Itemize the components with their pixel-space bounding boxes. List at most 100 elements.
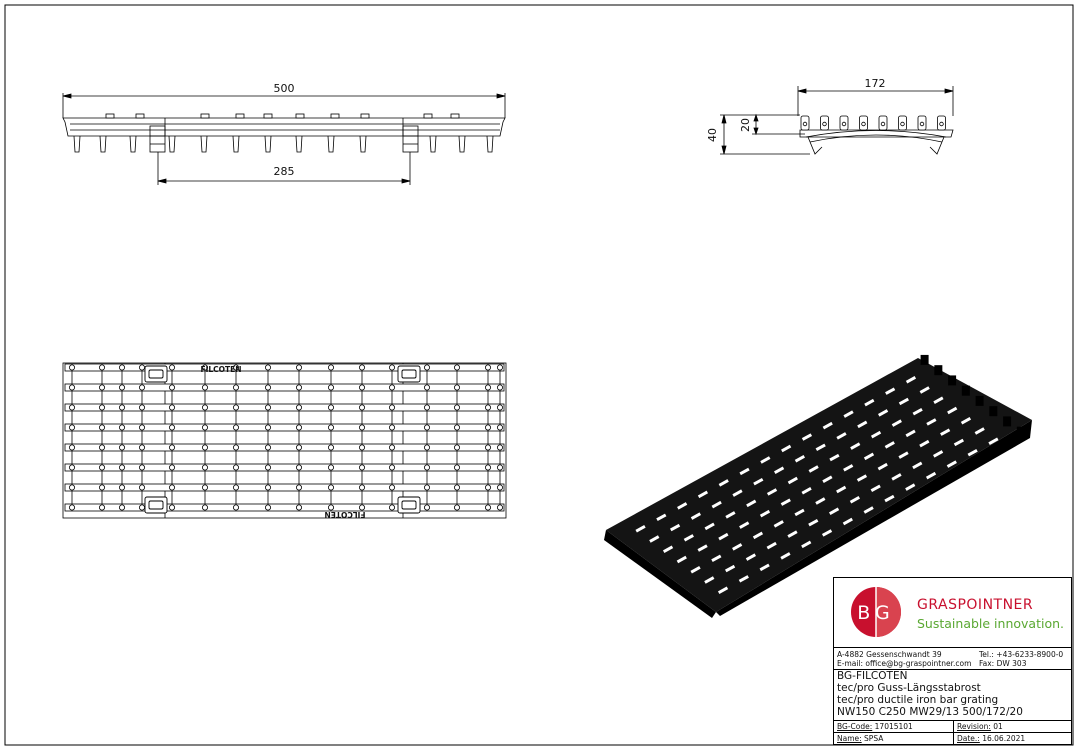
plan-bar-hole (168, 444, 175, 451)
plan-bar-hole (327, 384, 334, 391)
side-view-teeth (73, 135, 494, 153)
revision-value: 01 (993, 722, 1003, 731)
plan-bar-hole (119, 444, 126, 451)
plan-bar-hole (388, 484, 395, 491)
iso-opening (836, 432, 847, 440)
iso-opening (870, 430, 882, 439)
iso-opening (877, 462, 888, 471)
side-tooth (200, 135, 208, 153)
iso-opening (787, 476, 798, 485)
plan-bar-hole (484, 364, 491, 371)
iso-opening (828, 507, 840, 515)
plan-bar-hole (232, 444, 239, 451)
plan-bar (64, 463, 505, 472)
plan-bar-hole (232, 364, 239, 371)
iso-opening (974, 427, 985, 435)
plan-bar-hole (423, 424, 430, 431)
revision-label: Revision: (957, 722, 991, 731)
iso-opening (919, 386, 930, 394)
plan-bar-hole (453, 384, 460, 391)
product-desc-de: tec/pro Guss-Längsstabrost (837, 682, 981, 694)
plan-bar-hole (119, 464, 126, 471)
plan-bar-hole (201, 504, 208, 511)
plan-bar-hole (388, 504, 395, 511)
iso-opening (885, 387, 896, 395)
plan-bar-hole (327, 464, 334, 471)
plan-bar-hole (138, 404, 145, 411)
plan-bar-hole (358, 364, 365, 371)
iso-opening (738, 575, 749, 583)
iso-tooth (934, 365, 943, 376)
side-tooth (458, 135, 466, 153)
isometric-grid-openings (635, 375, 999, 595)
plan-bar-hole (358, 384, 365, 391)
plan-bar-hole (496, 504, 503, 511)
iso-opening (677, 502, 688, 510)
side-tooth (73, 135, 81, 153)
iso-tooth (948, 375, 957, 386)
plan-bar-hole (138, 384, 145, 391)
plan-bar-hole (496, 424, 503, 431)
plan-bar-hole (69, 504, 76, 511)
plan-bar-hole (388, 444, 395, 451)
plan-bar-hole (138, 444, 145, 451)
plan-bar-hole (201, 464, 208, 471)
plan-bar-hole (496, 364, 503, 371)
iso-opening (926, 418, 937, 426)
plan-bar-hole (201, 384, 208, 391)
side-lug (235, 113, 245, 119)
iso-opening (953, 438, 965, 447)
iso-opening (746, 499, 757, 508)
iso-opening (912, 407, 923, 416)
plan-bar (64, 363, 505, 372)
plan-bar-hole (327, 424, 334, 431)
plan-bar-hole (99, 384, 106, 391)
iso-opening (781, 444, 792, 453)
iso-opening (711, 500, 722, 509)
iso-opening (821, 529, 833, 537)
iso-tooth (961, 385, 970, 396)
plan-bar-hole (201, 364, 208, 371)
iso-opening (967, 448, 978, 457)
iso-opening (669, 523, 681, 532)
side-view-top-lugs (105, 113, 460, 119)
plan-bar-hole (119, 384, 126, 391)
front-view (720, 86, 954, 155)
plan-bar-hole (232, 504, 239, 511)
iso-opening (884, 441, 895, 449)
plan-bar-hole (264, 464, 271, 471)
side-tooth (486, 135, 494, 153)
plan-bar-hole (496, 484, 503, 491)
iso-opening (960, 416, 972, 425)
side-tooth (99, 135, 107, 153)
iso-opening (829, 453, 840, 462)
plan-bar-hole (119, 364, 126, 371)
plan-bar-hole (423, 364, 430, 371)
bgcode-label: BG-Code: (837, 722, 873, 731)
side-lug (135, 113, 145, 119)
logo-text: BG (857, 602, 894, 624)
plan-bar-hole (264, 424, 271, 431)
iso-opening (752, 531, 764, 540)
plan-bar-hole (69, 364, 76, 371)
iso-opening (662, 545, 674, 554)
iso-opening (787, 530, 798, 538)
iso-opening (919, 439, 930, 448)
iso-opening (739, 467, 750, 476)
iso-opening (905, 429, 916, 438)
iso-opening (780, 498, 791, 506)
brand-name: GRASPOINTNER (917, 597, 1034, 613)
plan-bar-hole (69, 384, 76, 391)
plan-bar-hole (69, 444, 76, 451)
iso-opening (732, 489, 743, 497)
plan-bar-hole (327, 484, 334, 491)
front-bar-hole (802, 121, 808, 127)
iso-opening (822, 475, 833, 484)
iso-opening (808, 518, 819, 527)
plan-bar-hole (327, 404, 334, 411)
telephone: Tel.: +43-6233-8900-0 (979, 650, 1064, 659)
iso-opening (843, 464, 854, 472)
isometric-end-teeth (920, 354, 1025, 437)
plan-bar-hole (388, 404, 395, 411)
plan-bar-hole (168, 364, 175, 371)
